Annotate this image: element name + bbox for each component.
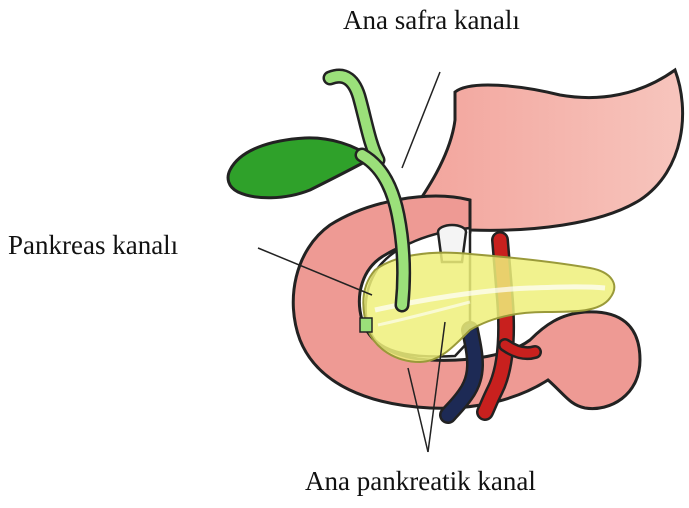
pointer-bile-duct [402, 72, 440, 168]
gallbladder [228, 138, 372, 198]
papilla [360, 318, 372, 332]
label-pancreas-duct: Pankreas kanalı [8, 232, 178, 259]
label-main-pancreatic-duct: Ana pankreatik kanal [305, 468, 536, 495]
label-common-bile-duct: Ana safra kanalı [343, 7, 520, 34]
